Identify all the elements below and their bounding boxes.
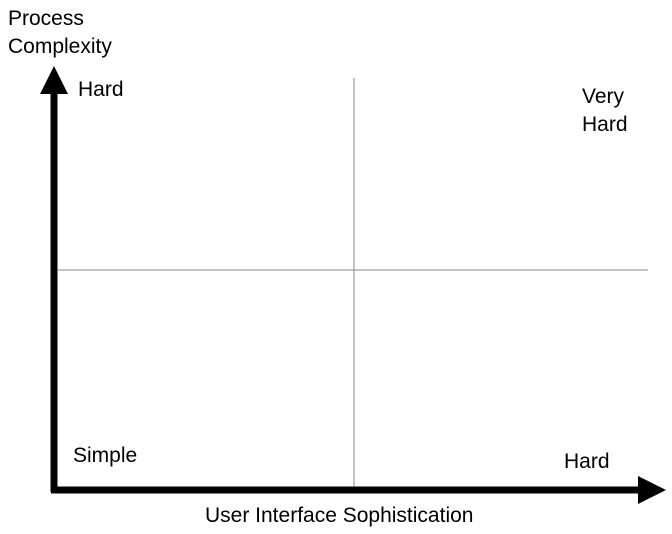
quadrant-label-top-right: Very Hard (582, 83, 628, 139)
y-axis-title-line-2: Complexity (8, 35, 112, 58)
quadrant-label-top-left: Hard (78, 78, 124, 101)
x-axis-title: User Interface Sophistication (205, 504, 474, 527)
quadrant-label-top-right-line-2: Hard (582, 113, 628, 136)
quadrant-label-top-right-line-1: Very (582, 85, 625, 108)
y-axis-title-line-1: Process (8, 7, 84, 30)
y-axis-arrowhead (40, 66, 68, 94)
quadrant-label-bottom-left: Simple (73, 444, 138, 467)
quadrant-label-bottom-right: Hard (564, 450, 610, 473)
x-axis-arrowhead (638, 476, 666, 504)
y-axis-title: Process Complexity (8, 5, 112, 61)
